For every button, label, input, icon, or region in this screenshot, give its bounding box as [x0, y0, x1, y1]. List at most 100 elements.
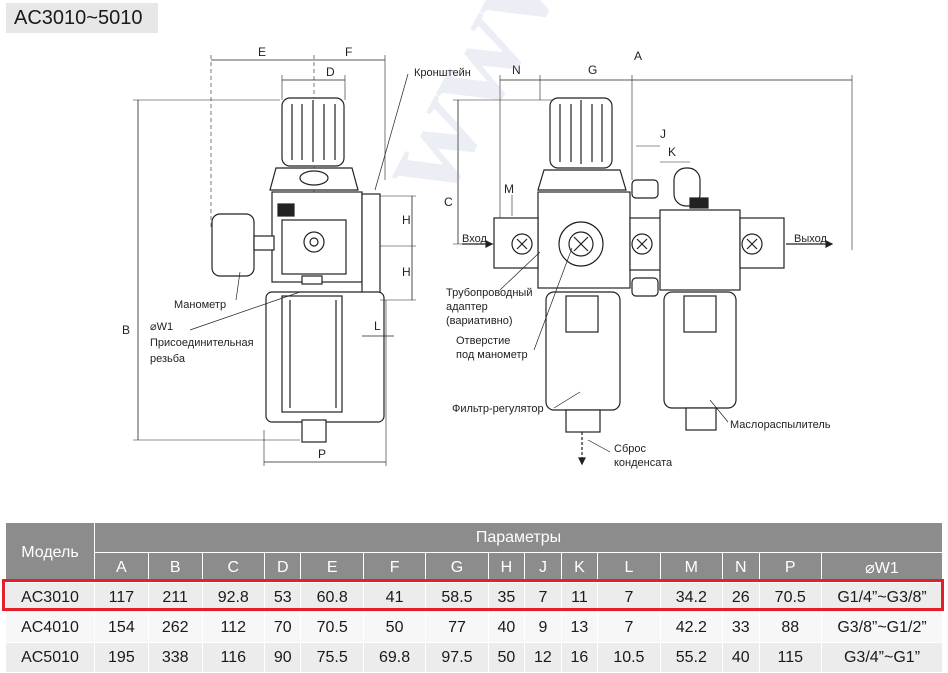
table-cell: G3/8”~G1/2”: [821, 612, 943, 643]
label-gauge-port-1: Отверстие: [456, 335, 510, 347]
table-cell: 42.2: [659, 612, 724, 643]
table-cell: 211: [147, 582, 203, 613]
label-drain-2: конденсата: [614, 457, 673, 469]
table-cell: 53: [263, 582, 302, 613]
dim-h1: H: [402, 213, 411, 227]
table-cell: 97.5: [425, 642, 489, 673]
page-title: AC3010~5010: [6, 3, 158, 33]
dim-b: B: [122, 323, 130, 337]
table-cell: 70.5: [300, 612, 364, 643]
table-cell: 40: [722, 642, 760, 673]
column-header-6: G: [425, 552, 489, 583]
label-lubricator: Маслораспылитель: [730, 419, 831, 431]
table-cell: 40: [487, 612, 526, 643]
dim-k: K: [668, 145, 676, 159]
column-header-3: D: [263, 552, 302, 583]
column-header-14: ⌀W1: [821, 552, 943, 583]
technical-drawing: E F D B P H H L N G A C J K M Кронштейн …: [122, 45, 853, 469]
label-adapter-1: Трубопроводный: [446, 287, 532, 299]
table-cell: 33: [722, 612, 760, 643]
table-cell: 34.2: [659, 582, 724, 613]
table-cell: 70: [263, 612, 302, 643]
label-bracket: Кронштейн: [414, 67, 471, 79]
label-w1: ⌀W1: [150, 321, 173, 333]
table-cell: 112: [201, 612, 265, 643]
table-cell: 7: [597, 612, 661, 643]
dim-c: C: [444, 195, 453, 209]
params-header: Параметры: [94, 522, 943, 553]
column-header-12: N: [722, 552, 760, 583]
label-gauge: Манометр: [174, 299, 226, 311]
table-cell: 7: [524, 582, 562, 613]
dim-l: L: [374, 319, 381, 333]
dim-g: G: [588, 63, 597, 77]
table-cell: 9: [524, 612, 562, 643]
table-cell: 60.8: [300, 582, 364, 613]
table-cell: 77: [425, 612, 489, 643]
label-outlet: Выход: [794, 233, 827, 245]
table-cell: 50: [362, 612, 427, 643]
dim-m: M: [504, 182, 514, 196]
table-cell: 154: [94, 612, 149, 643]
table-cell: 16: [560, 642, 599, 673]
column-header-2: C: [201, 552, 265, 583]
dim-f: F: [345, 45, 352, 59]
dim-p: P: [318, 447, 326, 461]
table-cell-model: AC5010: [5, 642, 95, 673]
table-cell: 35: [487, 582, 526, 613]
table-cell: 13: [560, 612, 599, 643]
column-header-11: M: [659, 552, 724, 583]
table-cell: 338: [147, 642, 203, 673]
label-thread-1: Присоединительная: [150, 337, 254, 349]
table-cell: 115: [758, 642, 822, 673]
table-cell: 117: [94, 582, 149, 613]
label-gauge-port-2: под манометр: [456, 349, 528, 361]
table-cell: 10.5: [597, 642, 661, 673]
column-header-10: L: [597, 552, 661, 583]
table-cell: 7: [597, 582, 661, 613]
table-cell: G3/4”~G1”: [821, 642, 943, 673]
table-cell: 12: [524, 642, 562, 673]
table-cell: 88: [758, 612, 822, 643]
dim-d: D: [326, 65, 335, 79]
dim-h2: H: [402, 265, 411, 279]
column-header-9: K: [560, 552, 599, 583]
column-header-4: E: [300, 552, 364, 583]
table-cell: 58.5: [425, 582, 489, 613]
label-thread-2: резьба: [150, 353, 186, 365]
table-cell: 195: [94, 642, 149, 673]
table-cell: 11: [560, 582, 599, 613]
label-filter-regulator: Фильтр-регулятор: [452, 403, 544, 415]
label-adapter-2: адаптер: [446, 301, 488, 313]
table-cell: 90: [263, 642, 302, 673]
dim-a: A: [634, 49, 642, 63]
table-cell-model: AC4010: [5, 612, 95, 643]
column-header-7: H: [487, 552, 526, 583]
table-cell: 69.8: [362, 642, 427, 673]
table-cell: 50: [487, 642, 526, 673]
table-cell: 116: [201, 642, 265, 673]
dim-e: E: [258, 45, 266, 59]
table-cell: 262: [147, 612, 203, 643]
table-cell: 26: [722, 582, 760, 613]
table-cell: 41: [362, 582, 427, 613]
dim-n: N: [512, 63, 521, 77]
column-header-13: P: [758, 552, 822, 583]
table-cell-model: AC3010: [5, 582, 95, 613]
table-cell: G1/4”~G3/8”: [821, 582, 943, 613]
dim-j: J: [660, 127, 666, 141]
table-cell: 55.2: [659, 642, 724, 673]
column-header-1: B: [147, 552, 203, 583]
model-header: Модель: [5, 522, 95, 583]
label-inlet: Вход: [462, 233, 487, 245]
column-header-5: F: [362, 552, 427, 583]
label-drain-1: Сброс: [614, 443, 646, 455]
table-cell: 75.5: [300, 642, 364, 673]
table-cell: 70.5: [758, 582, 822, 613]
column-header-8: J: [524, 552, 562, 583]
